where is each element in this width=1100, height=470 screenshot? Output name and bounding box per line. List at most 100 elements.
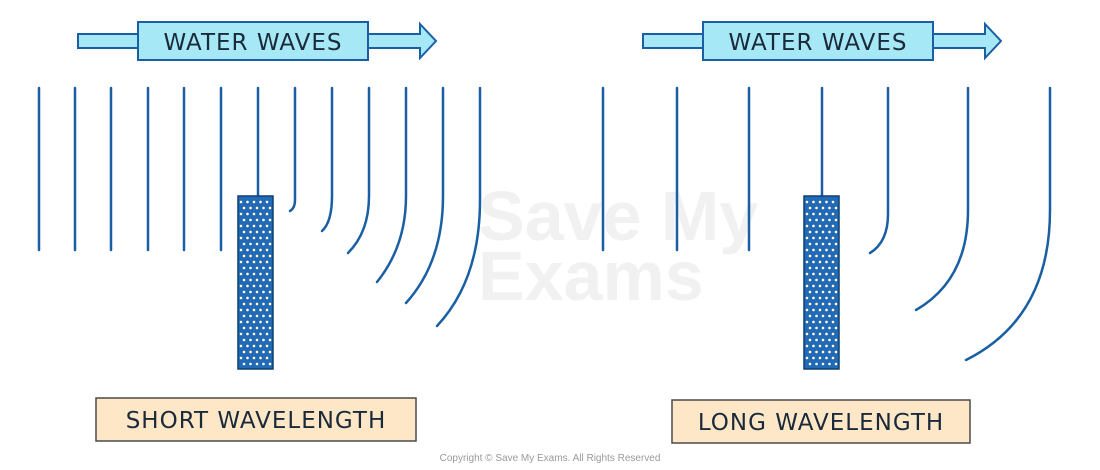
barrier-dot xyxy=(248,302,253,306)
barrier-dot xyxy=(255,266,259,270)
barrier-left xyxy=(237,195,274,370)
barrier-dot xyxy=(252,248,256,252)
barrier-dot xyxy=(808,338,812,342)
barrier-dot xyxy=(814,314,819,318)
barrier-dot xyxy=(255,254,259,258)
barrier-dot xyxy=(255,278,259,282)
barrier-dot xyxy=(834,206,838,210)
barrier-dot xyxy=(245,272,250,276)
diffracted-wavefront xyxy=(288,86,297,213)
barrier-dot xyxy=(242,338,246,342)
arrow-label-left: WATER WAVES xyxy=(164,30,343,56)
caption-box-left xyxy=(95,397,417,442)
barrier-dot xyxy=(255,302,259,306)
barrier-dot xyxy=(827,278,832,282)
barrier-dot xyxy=(827,254,832,258)
barrier-dot xyxy=(827,362,832,366)
barrier-dot xyxy=(831,344,835,348)
barrier-dot xyxy=(239,332,243,336)
barrier-dot xyxy=(824,212,829,216)
barrier-dot xyxy=(252,284,256,288)
barrier-dot xyxy=(265,356,269,360)
barrier-dot xyxy=(834,326,838,330)
barrier-dot xyxy=(268,326,272,330)
barrier-dot xyxy=(818,224,822,228)
barrier-dot xyxy=(824,224,829,228)
barrier-dot xyxy=(239,356,243,360)
barrier-dot xyxy=(242,254,246,258)
barrier-dot xyxy=(831,260,835,264)
barrier-dot xyxy=(268,362,272,366)
barrier-dot xyxy=(824,332,829,336)
barrier-dot xyxy=(239,236,243,240)
barrier-dot xyxy=(268,266,272,270)
barrier-dot xyxy=(242,218,246,222)
barrier-dot xyxy=(248,314,253,318)
barrier-dot xyxy=(261,314,266,318)
barrier-right xyxy=(803,195,840,370)
barrier-dot xyxy=(265,344,269,348)
barrier-dot xyxy=(827,338,832,342)
barrier-dot xyxy=(239,260,243,264)
barrier-dot xyxy=(814,338,819,342)
barrier-dot xyxy=(805,272,809,276)
barrier-dot xyxy=(239,344,243,348)
barrier-dot xyxy=(268,278,272,282)
barrier-dot xyxy=(824,356,829,360)
barrier-dot xyxy=(268,218,272,222)
barrier-dot xyxy=(252,272,256,276)
barrier-dot xyxy=(242,266,246,270)
barrier-dot xyxy=(814,278,819,282)
barrier-dot xyxy=(818,344,822,348)
barrier-dot xyxy=(245,308,250,312)
barrier-dot xyxy=(814,290,819,294)
barrier-dot xyxy=(242,314,246,318)
barrier-dots xyxy=(805,200,838,366)
barrier-dot xyxy=(818,320,822,324)
barrier-dot xyxy=(831,332,835,336)
barrier-dot xyxy=(245,320,250,324)
barrier-dot xyxy=(265,236,269,240)
barrier-dot xyxy=(252,308,256,312)
barrier-dot xyxy=(831,248,835,252)
barrier-dot xyxy=(265,212,269,216)
barrier-dot xyxy=(258,344,263,348)
diffracted-wavefront xyxy=(346,86,371,255)
barrier-dot xyxy=(261,206,266,210)
panel-long-wavelength: WATER WAVES LONG WAVELENGTH xyxy=(601,21,1052,444)
barrier-dot xyxy=(805,236,809,240)
barrier-dot xyxy=(827,206,832,210)
watermark-line2: Exams xyxy=(478,237,704,315)
barrier-dot xyxy=(265,272,269,276)
barrier-dot xyxy=(811,236,816,240)
barrier-dot xyxy=(821,302,825,306)
arrow-label-right: WATER WAVES xyxy=(729,30,908,56)
barrier-dot xyxy=(261,266,266,270)
barrier-dot xyxy=(831,200,835,204)
barrier-dot xyxy=(821,230,825,234)
barrier-dot xyxy=(808,218,812,222)
barrier-dot xyxy=(265,200,269,204)
barrier-dot xyxy=(821,266,825,270)
barrier-dot xyxy=(248,338,253,342)
barrier-dot xyxy=(824,200,829,204)
barrier-dot xyxy=(811,248,816,252)
barrier-dot xyxy=(261,326,266,330)
barrier-dot xyxy=(248,218,253,222)
barrier-dot xyxy=(258,224,263,228)
barrier-dot xyxy=(811,272,816,276)
barrier-dot xyxy=(808,254,812,258)
barrier-dot xyxy=(258,200,263,204)
barrier-dot xyxy=(239,296,243,300)
barrier-dot xyxy=(239,200,243,204)
barrier-dot xyxy=(811,344,816,348)
barrier-dot xyxy=(245,332,250,336)
barrier-dot xyxy=(258,272,263,276)
barrier-dot xyxy=(811,200,816,204)
barrier-dot xyxy=(818,260,822,264)
barrier-dot xyxy=(265,296,269,300)
barrier-dot xyxy=(805,284,809,288)
panel-short-wavelength: WATER WAVES SHORT WAVELENGTH xyxy=(37,21,482,442)
barrier-dot xyxy=(824,284,829,288)
barrier-dot xyxy=(827,218,832,222)
